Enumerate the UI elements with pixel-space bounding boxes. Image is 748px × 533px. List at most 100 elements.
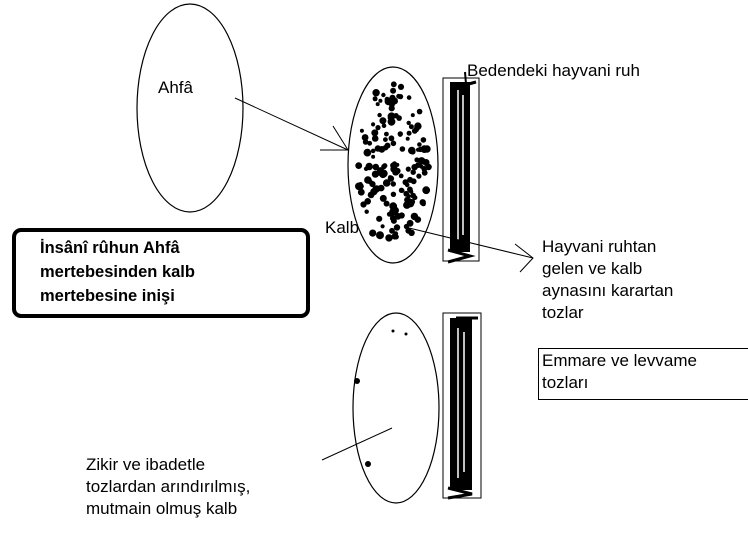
dust-dot: [371, 155, 375, 159]
dust-dot: [405, 183, 410, 188]
dust-dot: [383, 137, 388, 142]
dust-dot: [371, 122, 375, 126]
dust-dot: [419, 164, 423, 168]
dust-dot: [417, 142, 422, 147]
dust-dot: [391, 141, 397, 147]
dust-dot: [392, 233, 399, 240]
dust-dot: [404, 224, 409, 229]
dust-dot: [422, 170, 428, 176]
dust-dot: [414, 122, 421, 129]
dust-dot: [376, 216, 382, 222]
dust-dot: [372, 89, 379, 96]
text-line: aynasını karartan: [542, 280, 673, 302]
dust-dot: [390, 88, 396, 94]
kalb-label: Kalb: [325, 217, 359, 239]
title-box: İnsânî rûhun Ahfâ mertebesinden kalb mer…: [12, 228, 310, 318]
dust-dot: [388, 175, 392, 179]
dust-dot: [400, 146, 406, 152]
dust-dot: [421, 137, 427, 143]
dust-dot: [374, 130, 378, 134]
dust-dot: [381, 164, 386, 169]
dust-dot: [396, 115, 402, 121]
dust-dot: [425, 164, 431, 170]
dust-dot: [376, 102, 380, 106]
dust-dot: [398, 84, 404, 90]
ahfa-label: Ahfâ: [158, 77, 193, 99]
emmare-box: Emmare ve levvame tozları: [538, 348, 748, 400]
dust-dot: [391, 81, 397, 87]
dust-dots: [355, 81, 432, 241]
dust-dot: [369, 230, 376, 237]
dust-dot: [424, 147, 429, 152]
dust-dot: [417, 109, 423, 115]
dust-dot: [372, 135, 379, 142]
dust-dot: [407, 121, 411, 125]
dust-dot: [381, 93, 385, 97]
dust-dot: [377, 113, 381, 117]
dust-dot: [407, 177, 413, 183]
dust-dot: [370, 188, 377, 195]
dust-dot: [373, 96, 378, 101]
hayvani-tozlar-label: Hayvani ruhtan gelen ve kalb aynasını ka…: [542, 236, 673, 324]
arrow-descent: [235, 98, 348, 150]
dust-dot: [358, 189, 365, 196]
dust-dot: [358, 182, 362, 186]
dust-dot: [389, 208, 397, 216]
dust-dot: [399, 188, 404, 193]
dust-dot: [391, 192, 396, 197]
dust-dot: [385, 234, 392, 241]
dust-dot: [391, 98, 398, 105]
dust-dot: [378, 99, 382, 103]
dust-dot: [394, 224, 400, 230]
dust-dot: [388, 116, 392, 120]
dust-dot: [381, 224, 385, 228]
dust-dot: [411, 113, 415, 117]
dust-dot: [389, 135, 395, 141]
dust-dot: [364, 176, 372, 184]
title-line: mertebesine inişi: [40, 284, 306, 308]
text-line: tozlardan arındırılmış,: [86, 476, 250, 498]
dust-dot: [407, 131, 412, 136]
dust-dot: [399, 174, 404, 179]
dust-dot: [392, 169, 399, 176]
text-line: tozlar: [542, 302, 673, 324]
dust-dot: [409, 124, 414, 129]
dust-dot: [392, 161, 397, 166]
text-line: Emmare ve levvame: [542, 350, 748, 372]
dust-dot: [408, 147, 416, 155]
dust-dot: [379, 117, 386, 124]
dust-dot: [384, 132, 389, 137]
text-line: mutmain olmuş kalb: [86, 498, 250, 520]
dust-dot: [411, 213, 418, 220]
dust-dot: [395, 215, 399, 219]
dust-dot: [421, 201, 426, 206]
text-line: tozları: [542, 372, 748, 394]
dust-dot: [416, 174, 421, 179]
title-line: mertebesinden kalb: [40, 260, 306, 284]
dust-dot: [375, 145, 381, 151]
ahfa-ellipse: [137, 4, 243, 212]
kalb-ellipse-clean: [353, 313, 439, 503]
dust-dot: [391, 181, 396, 186]
dust-dot: [389, 228, 395, 234]
text-line: Zikir ve ibadetle: [86, 454, 250, 476]
bedendeki-label: Bedendeki hayvani ruh: [467, 60, 640, 82]
dust-dot: [362, 134, 369, 141]
dust-dot: [365, 210, 369, 214]
title-line: İnsânî rûhun Ahfâ: [40, 236, 306, 260]
dust-dot: [372, 171, 379, 178]
dust-dot: [406, 137, 410, 141]
text-line: gelen ve kalb: [542, 258, 673, 280]
dust-dot: [364, 149, 372, 157]
dust-dot: [384, 201, 390, 207]
dust-dot: [373, 164, 380, 171]
dust-dot: [406, 167, 411, 172]
dust-dot: [360, 201, 366, 207]
dust-dot: [366, 163, 372, 169]
dust-dot: [412, 195, 416, 199]
dust-dot: [360, 129, 364, 133]
pointer-zikir: [322, 428, 392, 460]
dust-dot: [375, 125, 380, 130]
dust-dot: [407, 95, 412, 100]
dust-dot: [422, 186, 430, 194]
